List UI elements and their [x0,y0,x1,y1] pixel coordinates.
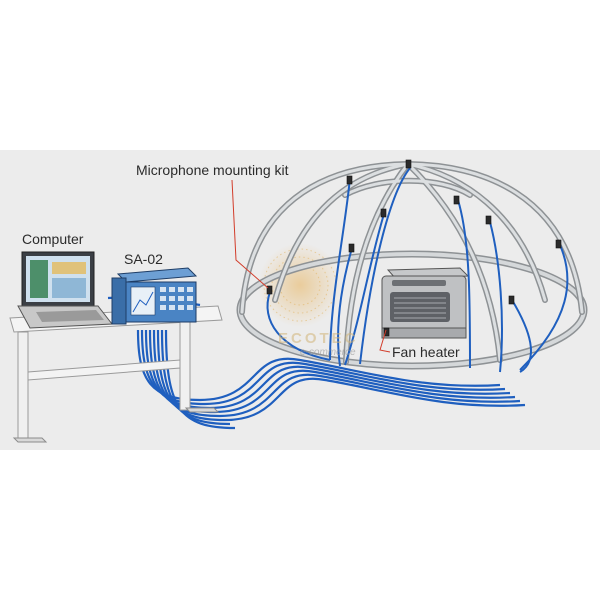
label-analyzer: SA-02 [124,251,163,267]
label-microphone-kit: Microphone mounting kit [136,162,289,178]
analyzer-icon [111,267,198,325]
microphone-icon [266,159,562,337]
laptop-icon [17,251,113,329]
watermark-brand: ECOTEC [278,330,359,347]
leader-lines [231,179,391,353]
watermark-logo [258,243,342,327]
label-computer: Computer [22,231,84,247]
dome-frame-icon [239,160,585,365]
microphone-cables [266,167,569,373]
fan-heater-icon [381,267,470,339]
label-fan-heater: Fan heater [392,344,460,360]
watermark-sub: e-commerce [300,347,356,358]
